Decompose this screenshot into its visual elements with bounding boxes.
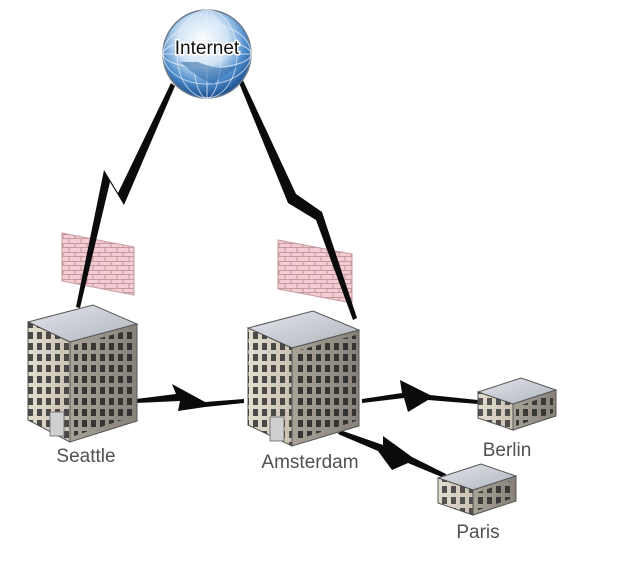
amsterdam-label: Amsterdam	[261, 452, 358, 473]
wan-link-seattle-internet[interactable]	[76, 83, 175, 308]
paris-label: Paris	[456, 522, 499, 543]
wan-link-seattle-amsterdam[interactable]	[136, 384, 244, 411]
berlin-label: Berlin	[483, 440, 532, 461]
firewall-icon	[61, 232, 135, 296]
paris-building-icon[interactable]	[436, 463, 518, 516]
amsterdam-building-icon[interactable]	[246, 310, 361, 447]
seattle-label: Seattle	[56, 446, 115, 467]
internet-node[interactable]: Internet	[162, 9, 252, 99]
internet-label: Internet	[175, 38, 240, 59]
wan-link-amsterdam-berlin[interactable]	[362, 380, 478, 412]
wan-link-amsterdam-internet[interactable]	[237, 76, 357, 320]
wan-link-amsterdam-paris[interactable]	[338, 430, 446, 478]
berlin-building-icon[interactable]	[476, 377, 558, 431]
wan-links	[76, 76, 478, 478]
seattle-building-icon[interactable]	[26, 304, 139, 443]
